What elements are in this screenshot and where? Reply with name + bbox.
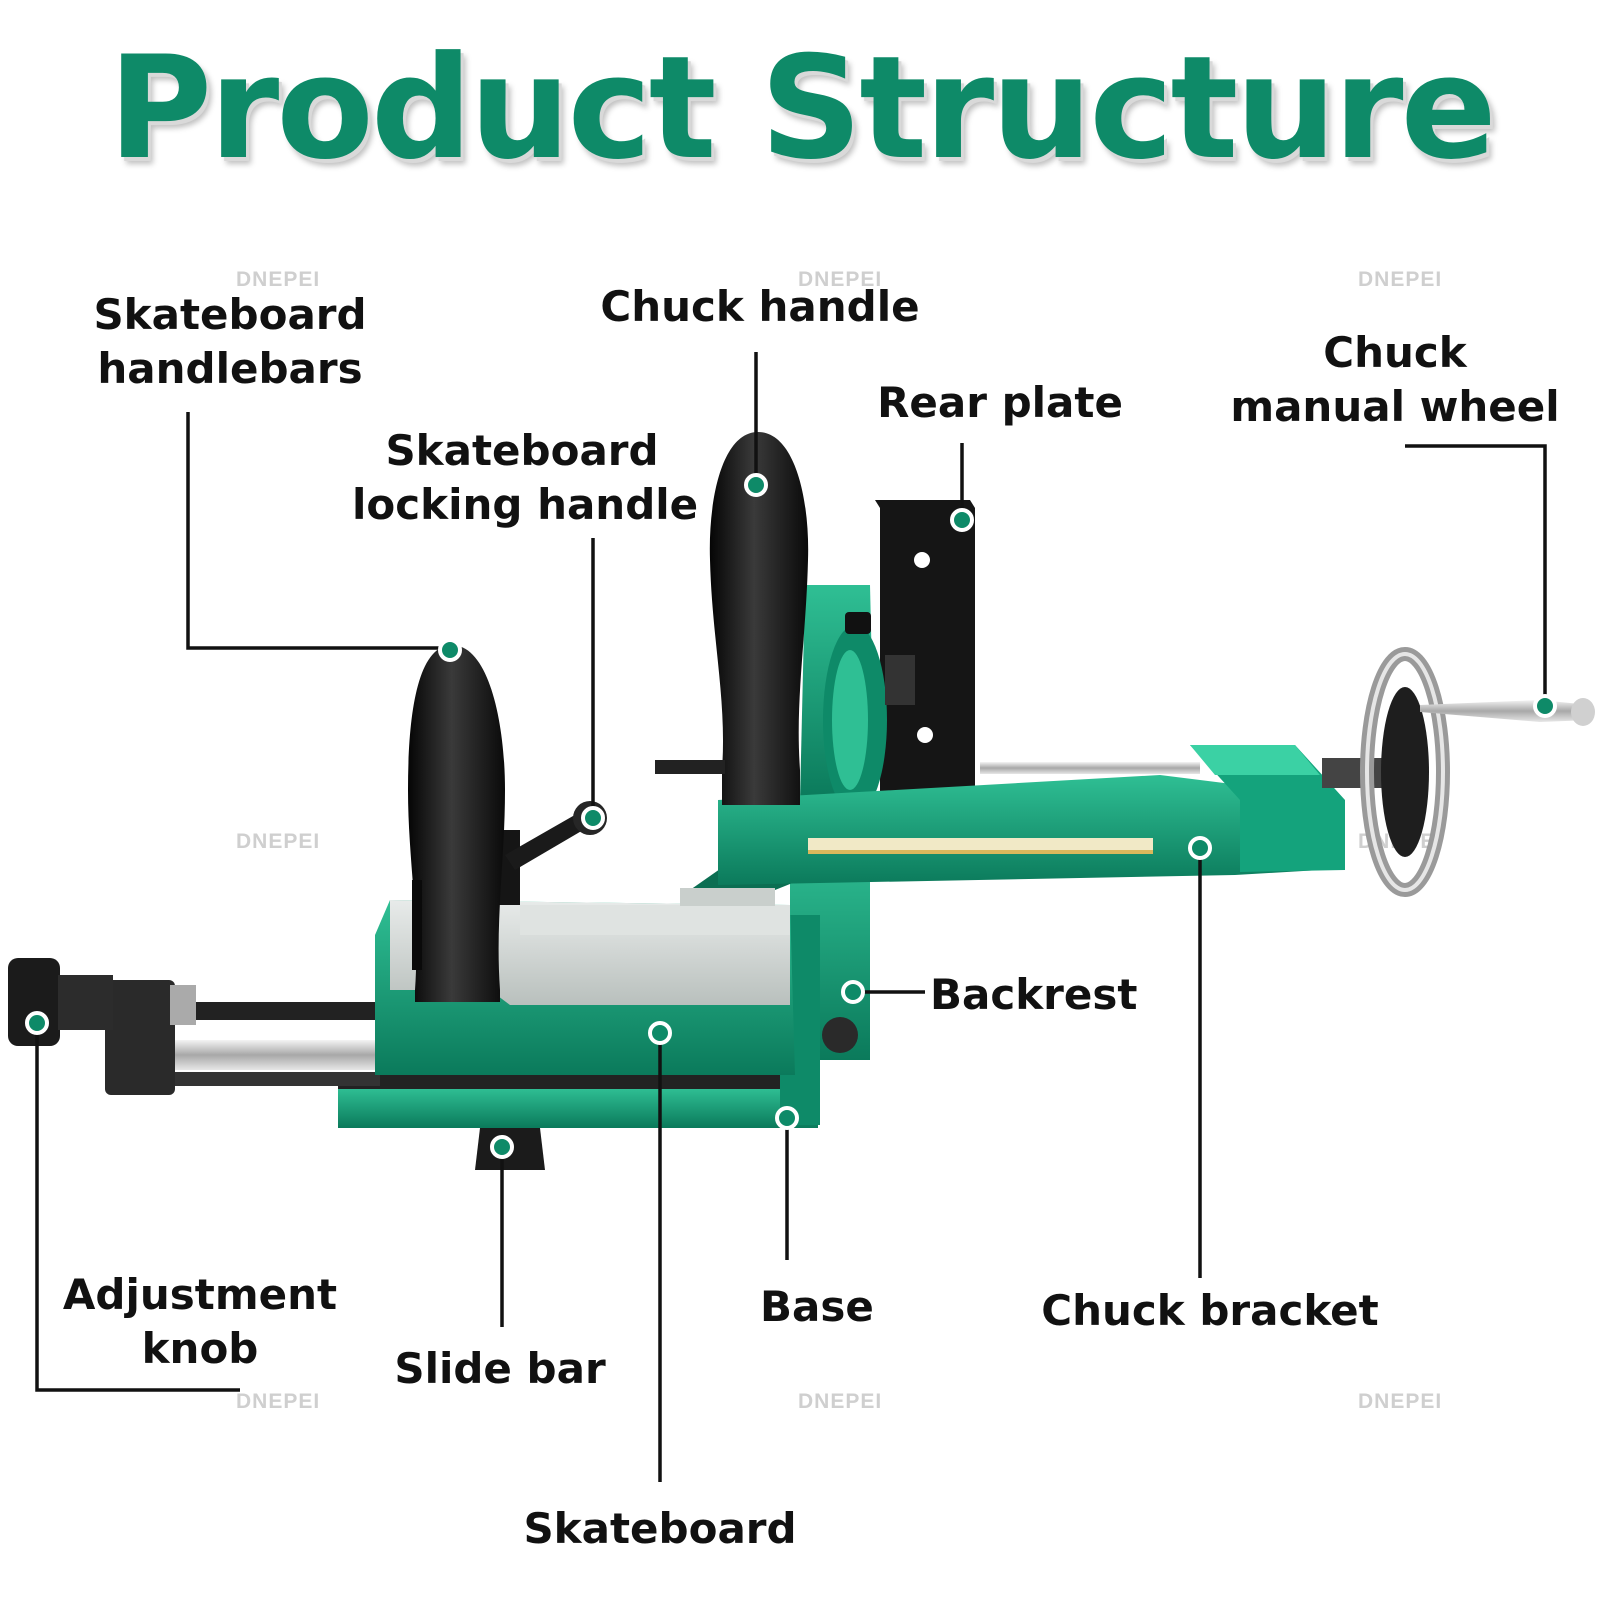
chuck-bracket: [718, 745, 1345, 885]
marker-skateboard-handlebars: [438, 638, 462, 662]
marker-adjustment-knob: [25, 1011, 49, 1035]
marker-chuck-bracket: [1188, 836, 1212, 860]
label-base: Base: [760, 1282, 874, 1331]
chuck-casting: [800, 585, 915, 815]
marker-backrest: [841, 980, 865, 1004]
label-skateboard-handlebars: Skateboard handlebars: [93, 290, 367, 393]
page-title: Product Structure: [108, 26, 1497, 191]
label-chuck-handle: Chuck handle: [600, 282, 920, 331]
watermark: DNEPEI: [236, 1390, 321, 1413]
rails: [105, 980, 380, 1095]
marker-skateboard: [648, 1021, 672, 1045]
rear-plate: [875, 500, 975, 800]
marker-base: [775, 1106, 799, 1130]
watermark: DNEPEI: [1358, 1390, 1443, 1413]
watermark: DNEPEI: [798, 1390, 883, 1413]
skateboard-handlebar: [408, 645, 505, 1002]
label-rear-plate: Rear plate: [877, 378, 1123, 427]
label-chuck-manual-wheel: Chuck manual wheel: [1230, 328, 1560, 431]
watermark: DNEPEI: [1358, 268, 1443, 291]
chuck-handle: [655, 432, 809, 805]
watermark: DNEPEI: [236, 268, 321, 291]
label-adjustment-knob: Adjustment knob: [62, 1270, 338, 1373]
chuck-manual-wheel: [1322, 647, 1595, 897]
marker-chuck-handle: [744, 473, 768, 497]
label-chuck-bracket: Chuck bracket: [1041, 1286, 1379, 1335]
watermark: DNEPEI: [798, 268, 883, 291]
label-backrest: Backrest: [930, 970, 1138, 1019]
watermark: DNEPEI: [236, 830, 321, 853]
leader-lines: [35, 352, 1547, 1482]
marker-rear-plate: [950, 508, 974, 532]
label-skateboard-locking-handle: Skateboard locking handle: [352, 426, 699, 529]
marker-chuck-manual-wheel: [1533, 694, 1557, 718]
label-slide-bar: Slide bar: [394, 1344, 606, 1393]
base: [338, 915, 820, 1128]
adjustment-knob: [8, 958, 113, 1046]
marker-skateboard-locking-handle: [581, 806, 605, 830]
label-skateboard: Skateboard: [523, 1504, 797, 1553]
markers: [25, 473, 1557, 1159]
marker-slide-bar: [490, 1135, 514, 1159]
